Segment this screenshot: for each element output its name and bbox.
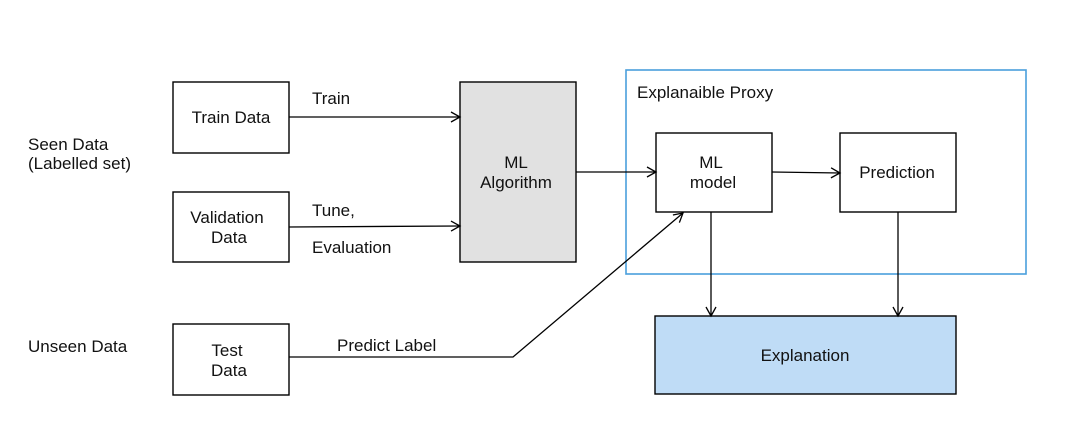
train-data-label: Train Data xyxy=(192,108,271,127)
explanation-node xyxy=(654,315,957,395)
labelled-set-label: (Labelled set) xyxy=(28,154,131,173)
ml-algorithm-label-line1: ML xyxy=(504,153,528,172)
explainable-proxy-title: Explanaible Proxy xyxy=(637,83,774,102)
validation-data-node xyxy=(172,191,290,263)
test-data-node xyxy=(172,323,290,396)
ml-algorithm-label-line2: Algorithm xyxy=(480,173,552,192)
unseen-data-label: Unseen Data xyxy=(28,337,128,356)
ml-model-label-line2: model xyxy=(690,173,736,192)
tune-arrow xyxy=(288,220,462,232)
train-edge-label: Train xyxy=(312,89,350,108)
predict-label-arrow xyxy=(289,212,685,358)
seen-data-label: Seen Data xyxy=(28,135,109,154)
tune-edge-label: Tune, xyxy=(312,201,355,220)
ml-model-label-line1: ML xyxy=(699,153,723,172)
train-data-node xyxy=(172,81,290,154)
validation-data-label-line1: Validation xyxy=(190,208,263,227)
evaluation-edge-label: Evaluation xyxy=(312,238,391,257)
model-to-prediction-arrow xyxy=(771,167,842,179)
ml-algorithm-node xyxy=(459,81,577,263)
validation-data-label-line2: Data xyxy=(211,228,247,247)
test-data-label-line2: Data xyxy=(211,361,247,380)
explanation-label: Explanation xyxy=(761,346,850,365)
test-data-label-line1: Test xyxy=(211,341,242,360)
prediction-label: Prediction xyxy=(859,163,935,182)
predict-label-edge-label: Predict Label xyxy=(337,336,436,355)
